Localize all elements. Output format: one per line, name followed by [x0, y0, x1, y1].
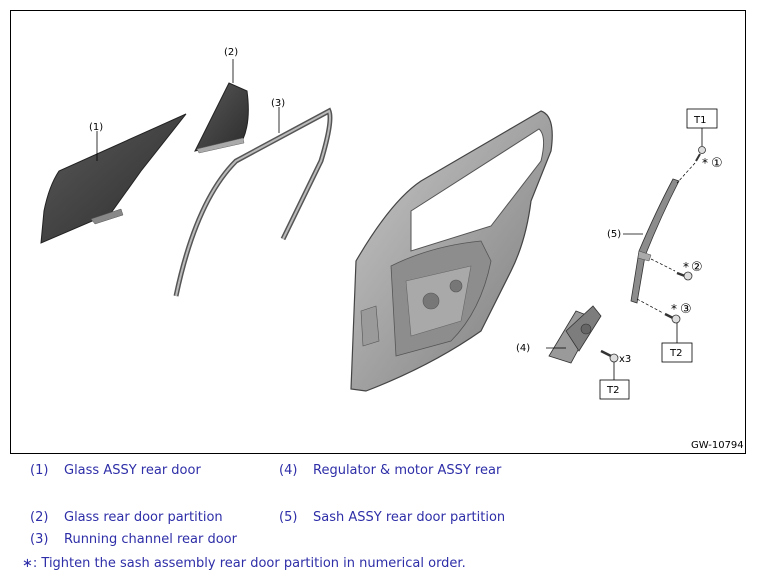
legend-num-1: (1)	[30, 463, 49, 478]
legend-text-1: Glass ASSY rear door	[64, 463, 201, 478]
legend-text-4: Regulator & motor ASSY rear	[313, 463, 502, 478]
torque-label-t2-regulator: T2	[606, 385, 619, 396]
running-channel-part	[173, 107, 333, 297]
glass-partition-part	[194, 82, 249, 154]
legend-text-2: Glass rear door partition	[64, 510, 223, 525]
callout-4: (4)	[516, 343, 530, 354]
callout-3: (3)	[271, 98, 285, 109]
order-mark-3: ③	[680, 302, 692, 317]
regulator-bolt	[600, 349, 619, 363]
bolt-quantity: x3	[619, 354, 631, 365]
dashed-guide-1	[676, 162, 696, 184]
legend-num-2: (2)	[30, 510, 49, 525]
order-mark-1: ①	[711, 156, 723, 171]
torque-label-t1: T1	[693, 115, 706, 126]
glass-rear-door-part	[40, 113, 187, 244]
fastener-1	[695, 146, 706, 162]
diagram-canvas: (1) (2) (3)	[40, 47, 744, 451]
rear-door-panel	[350, 110, 553, 392]
legend-text-5: Sash ASSY rear door partition	[313, 510, 506, 525]
order-asterisk-2: *	[683, 260, 689, 274]
legend-text-3: Running channel rear door	[64, 532, 237, 547]
callout-2: (2)	[224, 47, 238, 58]
regulator-motor-part	[548, 305, 602, 364]
torque-label-t2-sash: T2	[669, 348, 682, 359]
exploded-diagram: (1) (2) (3)	[10, 10, 746, 454]
figure-id: GW-10794	[691, 440, 744, 451]
fastener-3	[664, 312, 681, 324]
torque-box-t2-regulator	[599, 379, 630, 400]
torque-box-t2-sash	[661, 342, 693, 363]
order-asterisk-1: *	[702, 156, 708, 170]
sash-partition-part	[630, 178, 680, 304]
fastener-2	[676, 271, 693, 281]
callout-5: (5)	[607, 229, 621, 240]
callout-1: (1)	[89, 122, 103, 133]
dashed-guide-3	[636, 298, 664, 314]
order-mark-2: ②	[691, 260, 703, 275]
order-asterisk-3: *	[671, 302, 677, 316]
tightening-order-note: ∗: Tighten the sash assembly rear door p…	[22, 556, 466, 571]
legend-num-3: (3)	[30, 532, 49, 547]
legend-num-4: (4)	[279, 463, 298, 478]
legend-num-5: (5)	[279, 510, 298, 525]
dashed-guide-2	[650, 258, 676, 272]
